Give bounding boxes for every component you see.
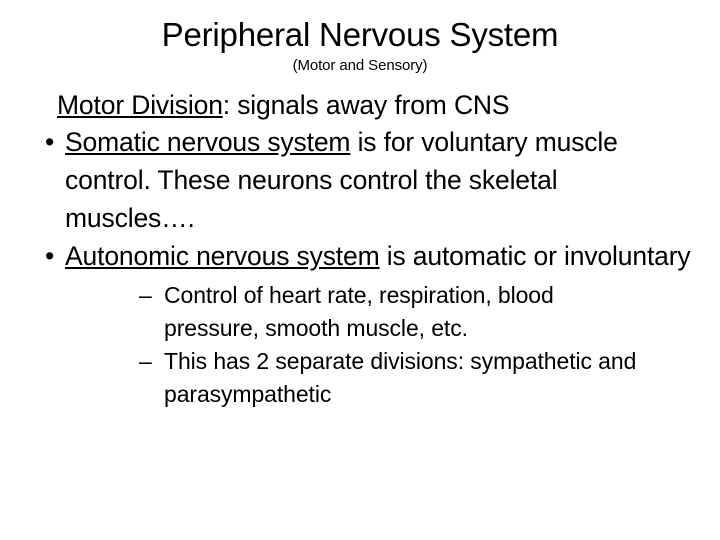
page-subtitle: (Motor and Sensory) (292, 57, 428, 74)
bullet-list: • Somatic nervous system is for voluntar… (0, 123, 720, 411)
motor-division-term: Motor Division (57, 90, 223, 120)
motor-division-heading: Motor Division: signals away from CNS (0, 88, 720, 123)
list-item: • Somatic nervous system is for voluntar… (0, 123, 720, 237)
somatic-nervous-system-term: Somatic nervous system (65, 127, 351, 157)
title-block: Peripheral Nervous System (Motor and Sen… (0, 16, 720, 75)
autonomic-nervous-system-term: Autonomic nervous system (65, 241, 380, 271)
autonomic-nervous-system-description: is automatic or involuntary (379, 241, 691, 271)
somatic-nervous-system-description: is for voluntary muscle control. These n… (65, 127, 618, 233)
sub-list-item-text: Control of heart rate, respiration, bloo… (164, 282, 554, 341)
bullet-marker-icon: • (45, 241, 55, 271)
sub-list-item: – Control of heart rate, respiration, bl… (65, 279, 692, 345)
bullet-marker-icon: • (45, 127, 55, 157)
sub-list-item-text: This has 2 separate divisions: sympathet… (164, 348, 637, 407)
sub-bullet-list: – Control of heart rate, respiration, bl… (65, 279, 692, 411)
page-title: Peripheral Nervous System (161, 16, 559, 53)
sub-list-item: – This has 2 separate divisions: sympath… (65, 345, 692, 411)
dash-marker-icon: – (139, 348, 152, 374)
slide-body: Motor Division: signals away from CNS • … (0, 88, 720, 411)
motor-division-description: : signals away from CNS (222, 90, 510, 120)
dash-marker-icon: – (139, 282, 152, 308)
list-item: • Autonomic nervous system is automatic … (0, 237, 720, 411)
